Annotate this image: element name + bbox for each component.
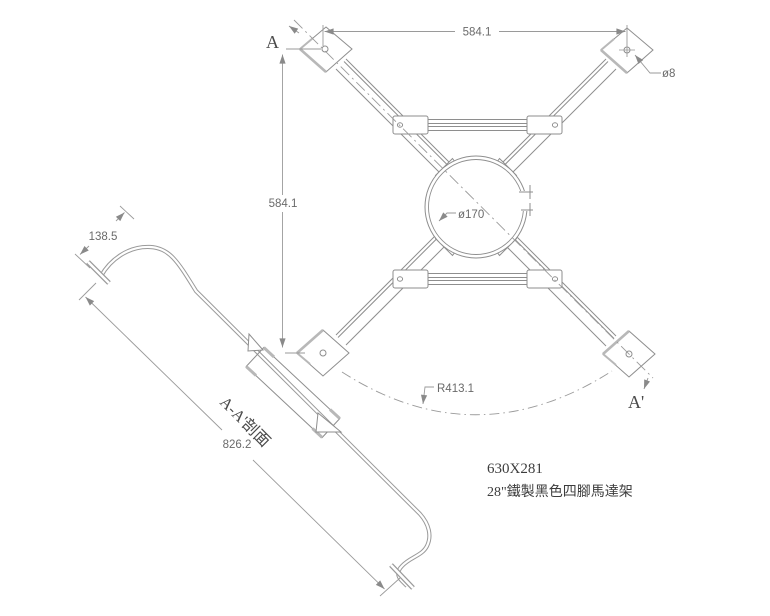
section-arrow-a-prime <box>643 377 651 390</box>
model-number: 630X281 <box>487 461 543 477</box>
dim-corner-hole: ø8 <box>662 68 675 80</box>
dim-sweep-radius: R413.1 <box>437 383 474 395</box>
dim-frame-width: 584.1 <box>463 27 492 39</box>
pad-hole <box>321 45 329 53</box>
section-gusset-top <box>247 332 265 352</box>
section-marker-a: A <box>266 32 279 52</box>
section-arrow-a <box>288 25 300 34</box>
leader-sweep-radius <box>420 386 434 405</box>
frame-arm-top-left <box>335 58 453 176</box>
leader-hole-dia <box>634 54 661 74</box>
pad-hole <box>319 349 327 357</box>
section-leg-outer <box>99 244 432 588</box>
section-view <box>86 244 432 590</box>
section-marker-a-prime: A' <box>628 392 644 412</box>
dim-hub-diameter: ø170 <box>458 209 484 221</box>
dim-foot-length: 138.5 <box>89 231 118 243</box>
dim-leg-length: 826.2 <box>223 439 252 451</box>
cross-brace-bottom <box>392 269 563 289</box>
corner-pad-bottom-left <box>296 329 350 377</box>
corner-pad-top-left <box>299 26 353 73</box>
leg-sweep-arc <box>341 370 613 416</box>
cross-brace-top <box>392 115 563 135</box>
dimension-lines <box>74 25 661 597</box>
section-gusset-bottom <box>315 412 343 433</box>
hub-circle <box>424 155 533 259</box>
hub-terminal-tab <box>519 185 533 216</box>
section-foot-top <box>86 260 111 285</box>
section-cut-line <box>288 19 654 390</box>
leader-hub-dia <box>438 212 456 222</box>
section-leg-inner <box>100 245 431 587</box>
section-foot-bottom <box>389 563 415 590</box>
dim-frame-height: 584.1 <box>269 198 298 210</box>
part-description: 28"鐵製黑色四腳馬達架 <box>487 483 633 500</box>
frame-arm-bottom-left <box>335 228 453 346</box>
frame-arm-top-right <box>499 58 617 176</box>
frame-arm-bottom-right <box>501 231 617 347</box>
